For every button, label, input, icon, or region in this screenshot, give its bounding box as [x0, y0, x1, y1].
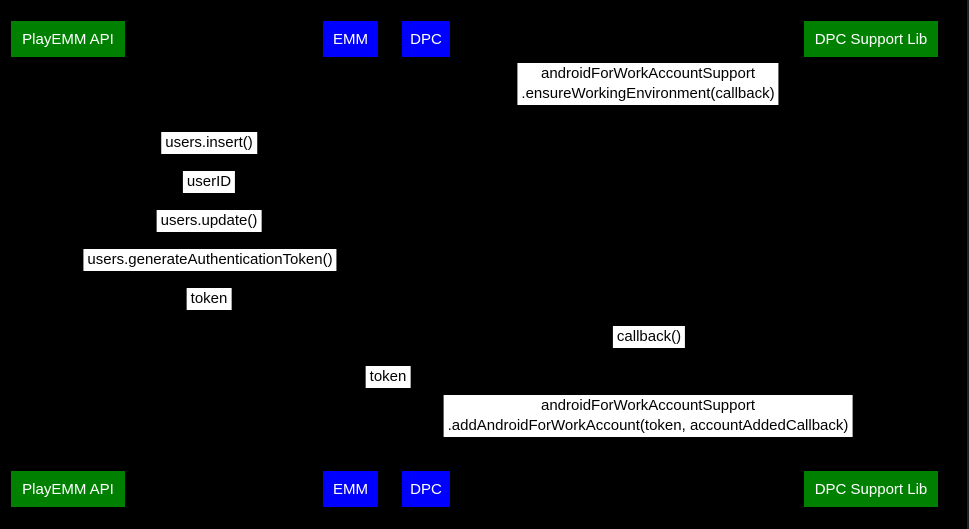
actor-emm-bottom: EMM	[323, 471, 378, 507]
lifeline-playemm-api	[68, 58, 69, 471]
message-ensure-working-environment: androidForWorkAccountSupport .ensureWork…	[517, 63, 779, 105]
message-text: .ensureWorkingEnvironment(callback)	[521, 85, 775, 102]
message-text: userID	[186, 173, 232, 190]
message-text: androidForWorkAccountSupport	[540, 65, 755, 82]
message-token-emm-dpc: token	[365, 366, 411, 388]
message-text: users.update()	[160, 212, 258, 229]
actor-playemm-api-bottom: PlayEMM API	[11, 471, 125, 507]
actor-dpc-support-lib-bottom: DPC Support Lib	[804, 471, 938, 507]
lifeline-dpc-support-lib	[871, 58, 872, 471]
message-users-generate-authentication-token: users.generateAuthenticationToken()	[83, 249, 337, 271]
actor-dpc-support-lib-top: DPC Support Lib	[804, 21, 938, 57]
actor-playemm-api-top: PlayEMM API	[11, 21, 125, 57]
lifeline-emm	[350, 58, 351, 471]
message-text: .addAndroidForWorkAccount(token, account…	[447, 417, 849, 434]
message-callback: callback()	[612, 326, 686, 348]
message-users-update: users.update()	[156, 210, 262, 232]
message-text: androidForWorkAccountSupport	[541, 397, 755, 414]
scrollbar-track[interactable]	[967, 0, 969, 529]
lifeline-dpc	[426, 58, 427, 471]
message-text: token	[369, 368, 407, 385]
actor-emm-top: EMM	[323, 21, 378, 57]
message-text: token	[190, 290, 228, 307]
message-add-android-for-work-account: androidForWorkAccountSupport .addAndroid…	[443, 395, 853, 437]
actor-dpc-bottom: DPC	[402, 471, 450, 507]
message-text: callback()	[616, 328, 682, 345]
message-userid: userID	[182, 171, 236, 193]
message-users-insert: users.insert()	[161, 132, 257, 154]
actor-dpc-top: DPC	[402, 21, 450, 57]
message-text: users.generateAuthenticationToken()	[87, 251, 333, 268]
message-text: users.insert()	[165, 134, 253, 151]
message-token-return: token	[186, 288, 232, 310]
